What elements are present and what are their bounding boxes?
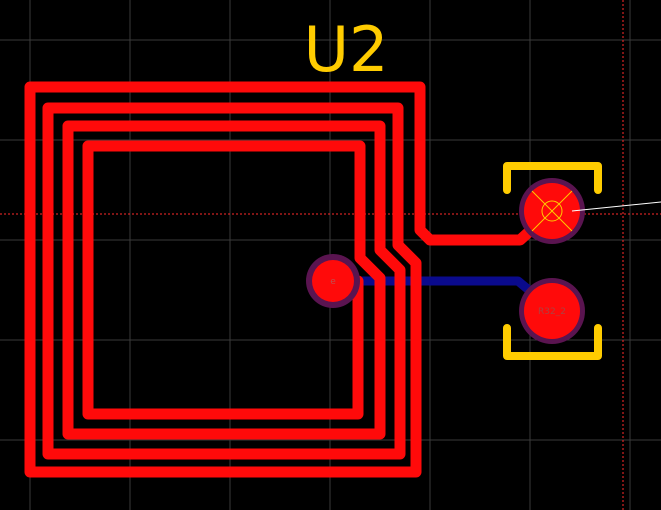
pad-cross-marker: [531, 190, 573, 232]
pad-r32-2[interactable]: R32_2: [519, 278, 585, 344]
pad-bottom-label: R32_2: [538, 307, 566, 317]
pad-r32-1[interactable]: [519, 178, 585, 244]
via-label: e: [330, 277, 336, 287]
ratsnest-line: [571, 201, 661, 212]
component-designator[interactable]: U2: [304, 13, 389, 86]
via[interactable]: e: [306, 254, 360, 308]
coil-trace[interactable]: [24, 81, 558, 478]
silkscreen-outline: [503, 162, 602, 360]
